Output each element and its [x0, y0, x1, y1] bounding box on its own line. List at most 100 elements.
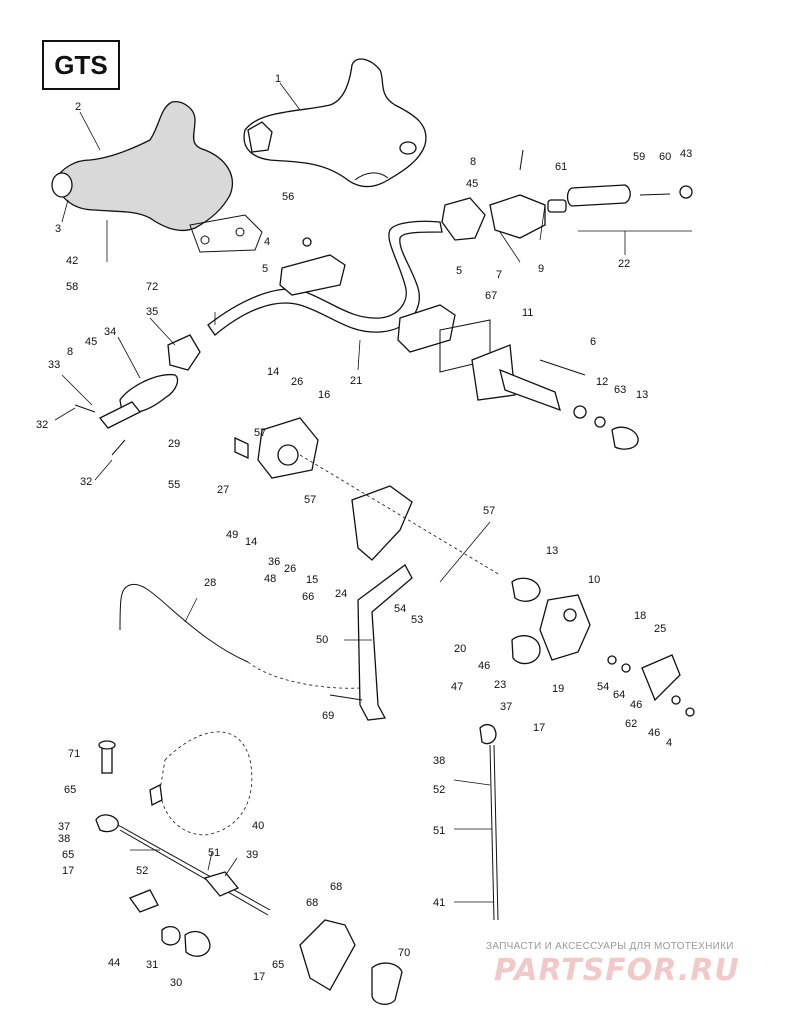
- callout-33: 33: [48, 359, 60, 371]
- callout-8a: 8: [470, 156, 476, 168]
- callout-59: 59: [633, 151, 645, 163]
- callout-14b: 14: [245, 536, 257, 548]
- callout-46a: 46: [478, 660, 490, 672]
- callout-26b: 26: [284, 563, 296, 575]
- callout-40: 40: [252, 820, 264, 832]
- watermark-logo: PARTSFOR.RU: [494, 953, 740, 988]
- callout-47: 47: [451, 681, 463, 693]
- callout-32a: 32: [36, 419, 48, 431]
- callout-51b: 51: [208, 847, 220, 859]
- callout-9: 9: [538, 263, 544, 275]
- callout-37a: 37: [500, 701, 512, 713]
- callout-72: 72: [146, 281, 158, 293]
- callout-57c: 57: [483, 505, 495, 517]
- callout-4b: 4: [666, 737, 672, 749]
- callout-11: 11: [522, 307, 533, 319]
- callout-68a: 68: [330, 881, 342, 893]
- callout-48: 48: [264, 573, 276, 585]
- callout-21: 21: [350, 375, 362, 387]
- callout-39: 39: [246, 849, 258, 861]
- callout-31: 31: [146, 959, 158, 971]
- throttle-housing-part: [441, 149, 693, 241]
- callout-37b: 37: [58, 821, 70, 833]
- callout-5a: 5: [262, 263, 268, 275]
- watermark-caption: ЗАПЧАСТИ И АКСЕССУАРЫ ДЛЯ МОТОТЕХНИКИ: [486, 941, 734, 952]
- callout-4a: 4: [264, 236, 270, 248]
- callout-34: 34: [104, 326, 116, 338]
- callout-55: 55: [168, 479, 180, 491]
- handlebar-padding-part: [243, 58, 427, 188]
- clamp-plate-upper: [279, 237, 346, 296]
- callout-65c: 65: [272, 959, 284, 971]
- callout-53: 53: [411, 614, 423, 626]
- callout-66: 66: [302, 591, 314, 603]
- model-badge: GTS: [42, 40, 120, 90]
- callout-38b: 38: [58, 833, 70, 845]
- callout-25: 25: [654, 623, 666, 635]
- callout-23: 23: [494, 679, 506, 691]
- right-bracket-part: [511, 577, 695, 717]
- callout-65a: 65: [64, 784, 76, 796]
- callout-56: 56: [282, 191, 294, 203]
- callout-26a: 26: [291, 376, 303, 388]
- callout-16: 16: [318, 389, 330, 401]
- steering-column-part: [471, 344, 639, 450]
- steering-cable-lower-part: [95, 740, 271, 916]
- callout-labels: 1 2 3 56 8 45 61 59 60 43 4 5 42 58 72 7…: [36, 73, 692, 989]
- handlebar-tube-part: [207, 220, 443, 336]
- callout-54b: 54: [597, 681, 609, 693]
- callout-20: 20: [454, 643, 466, 655]
- mount-plate-part: [189, 214, 263, 253]
- callout-3: 3: [55, 223, 61, 235]
- callout-54a: 54: [394, 603, 406, 615]
- callout-62: 62: [625, 718, 637, 730]
- callout-42: 42: [66, 255, 78, 267]
- callout-67: 67: [485, 290, 497, 302]
- callout-61: 61: [555, 161, 567, 173]
- callout-14a: 14: [267, 366, 279, 378]
- callout-69: 69: [322, 710, 334, 722]
- callout-13a: 13: [636, 389, 648, 401]
- callout-41: 41: [433, 897, 445, 909]
- callout-17a: 17: [533, 722, 545, 734]
- callout-32b: 32: [80, 476, 92, 488]
- callout-58: 58: [66, 281, 78, 293]
- callout-50: 50: [316, 634, 328, 646]
- steering-cable-right-part: [479, 723, 499, 921]
- steering-bracket-part: [234, 417, 501, 576]
- callout-43: 43: [680, 148, 692, 160]
- callout-19: 19: [552, 683, 564, 695]
- callout-46c: 46: [648, 727, 660, 739]
- callout-44: 44: [108, 957, 120, 969]
- callout-1: 1: [275, 73, 281, 85]
- handlebar-foam-part: [51, 101, 234, 232]
- throttle-lever-part: [74, 334, 201, 456]
- callout-29: 29: [168, 438, 180, 450]
- callout-71: 71: [68, 748, 80, 760]
- callout-2: 2: [75, 101, 81, 113]
- callout-64: 64: [613, 689, 625, 701]
- callout-30: 30: [170, 977, 182, 989]
- callout-18: 18: [634, 610, 646, 622]
- callout-63: 63: [614, 384, 626, 396]
- callout-13b: 13: [546, 545, 558, 557]
- callout-17c: 17: [253, 971, 265, 983]
- callout-52a: 52: [433, 784, 445, 796]
- callout-60: 60: [659, 151, 671, 163]
- callout-10: 10: [588, 574, 600, 586]
- callout-6: 6: [590, 336, 596, 348]
- callout-5b: 5: [456, 265, 462, 277]
- callout-46b: 46: [630, 699, 642, 711]
- callout-51a: 51: [433, 825, 445, 837]
- callout-57a: 57: [254, 427, 266, 439]
- callout-38a: 38: [433, 755, 445, 767]
- callout-22: 22: [618, 258, 630, 270]
- callout-27: 27: [217, 484, 229, 496]
- callout-24: 24: [335, 588, 347, 600]
- callout-28: 28: [204, 577, 216, 589]
- callout-12: 12: [596, 376, 608, 388]
- callout-52b: 52: [136, 865, 148, 877]
- callout-49: 49: [226, 529, 238, 541]
- callout-45a: 45: [466, 178, 478, 190]
